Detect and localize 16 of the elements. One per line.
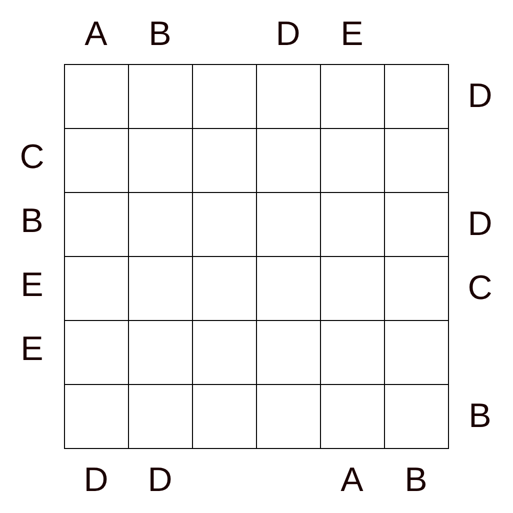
clue-letter: B (20, 204, 44, 238)
clue-letter: D (148, 463, 172, 497)
clue-letter: E (20, 268, 44, 302)
clue-letter: D (84, 463, 108, 497)
clue-letter: E (340, 17, 364, 51)
clue-letter: A (340, 463, 364, 497)
clue-letter: D (468, 79, 492, 113)
clue-letter: A (84, 17, 108, 51)
clue-letter: C (20, 140, 44, 174)
clue-letter: C (468, 271, 492, 305)
clue-letter: E (20, 332, 44, 366)
clue-letter: B (148, 17, 172, 51)
clue-letter: B (404, 463, 428, 497)
clue-letter: B (468, 399, 492, 433)
clue-letter: D (276, 17, 300, 51)
clue-letter: D (468, 207, 492, 241)
